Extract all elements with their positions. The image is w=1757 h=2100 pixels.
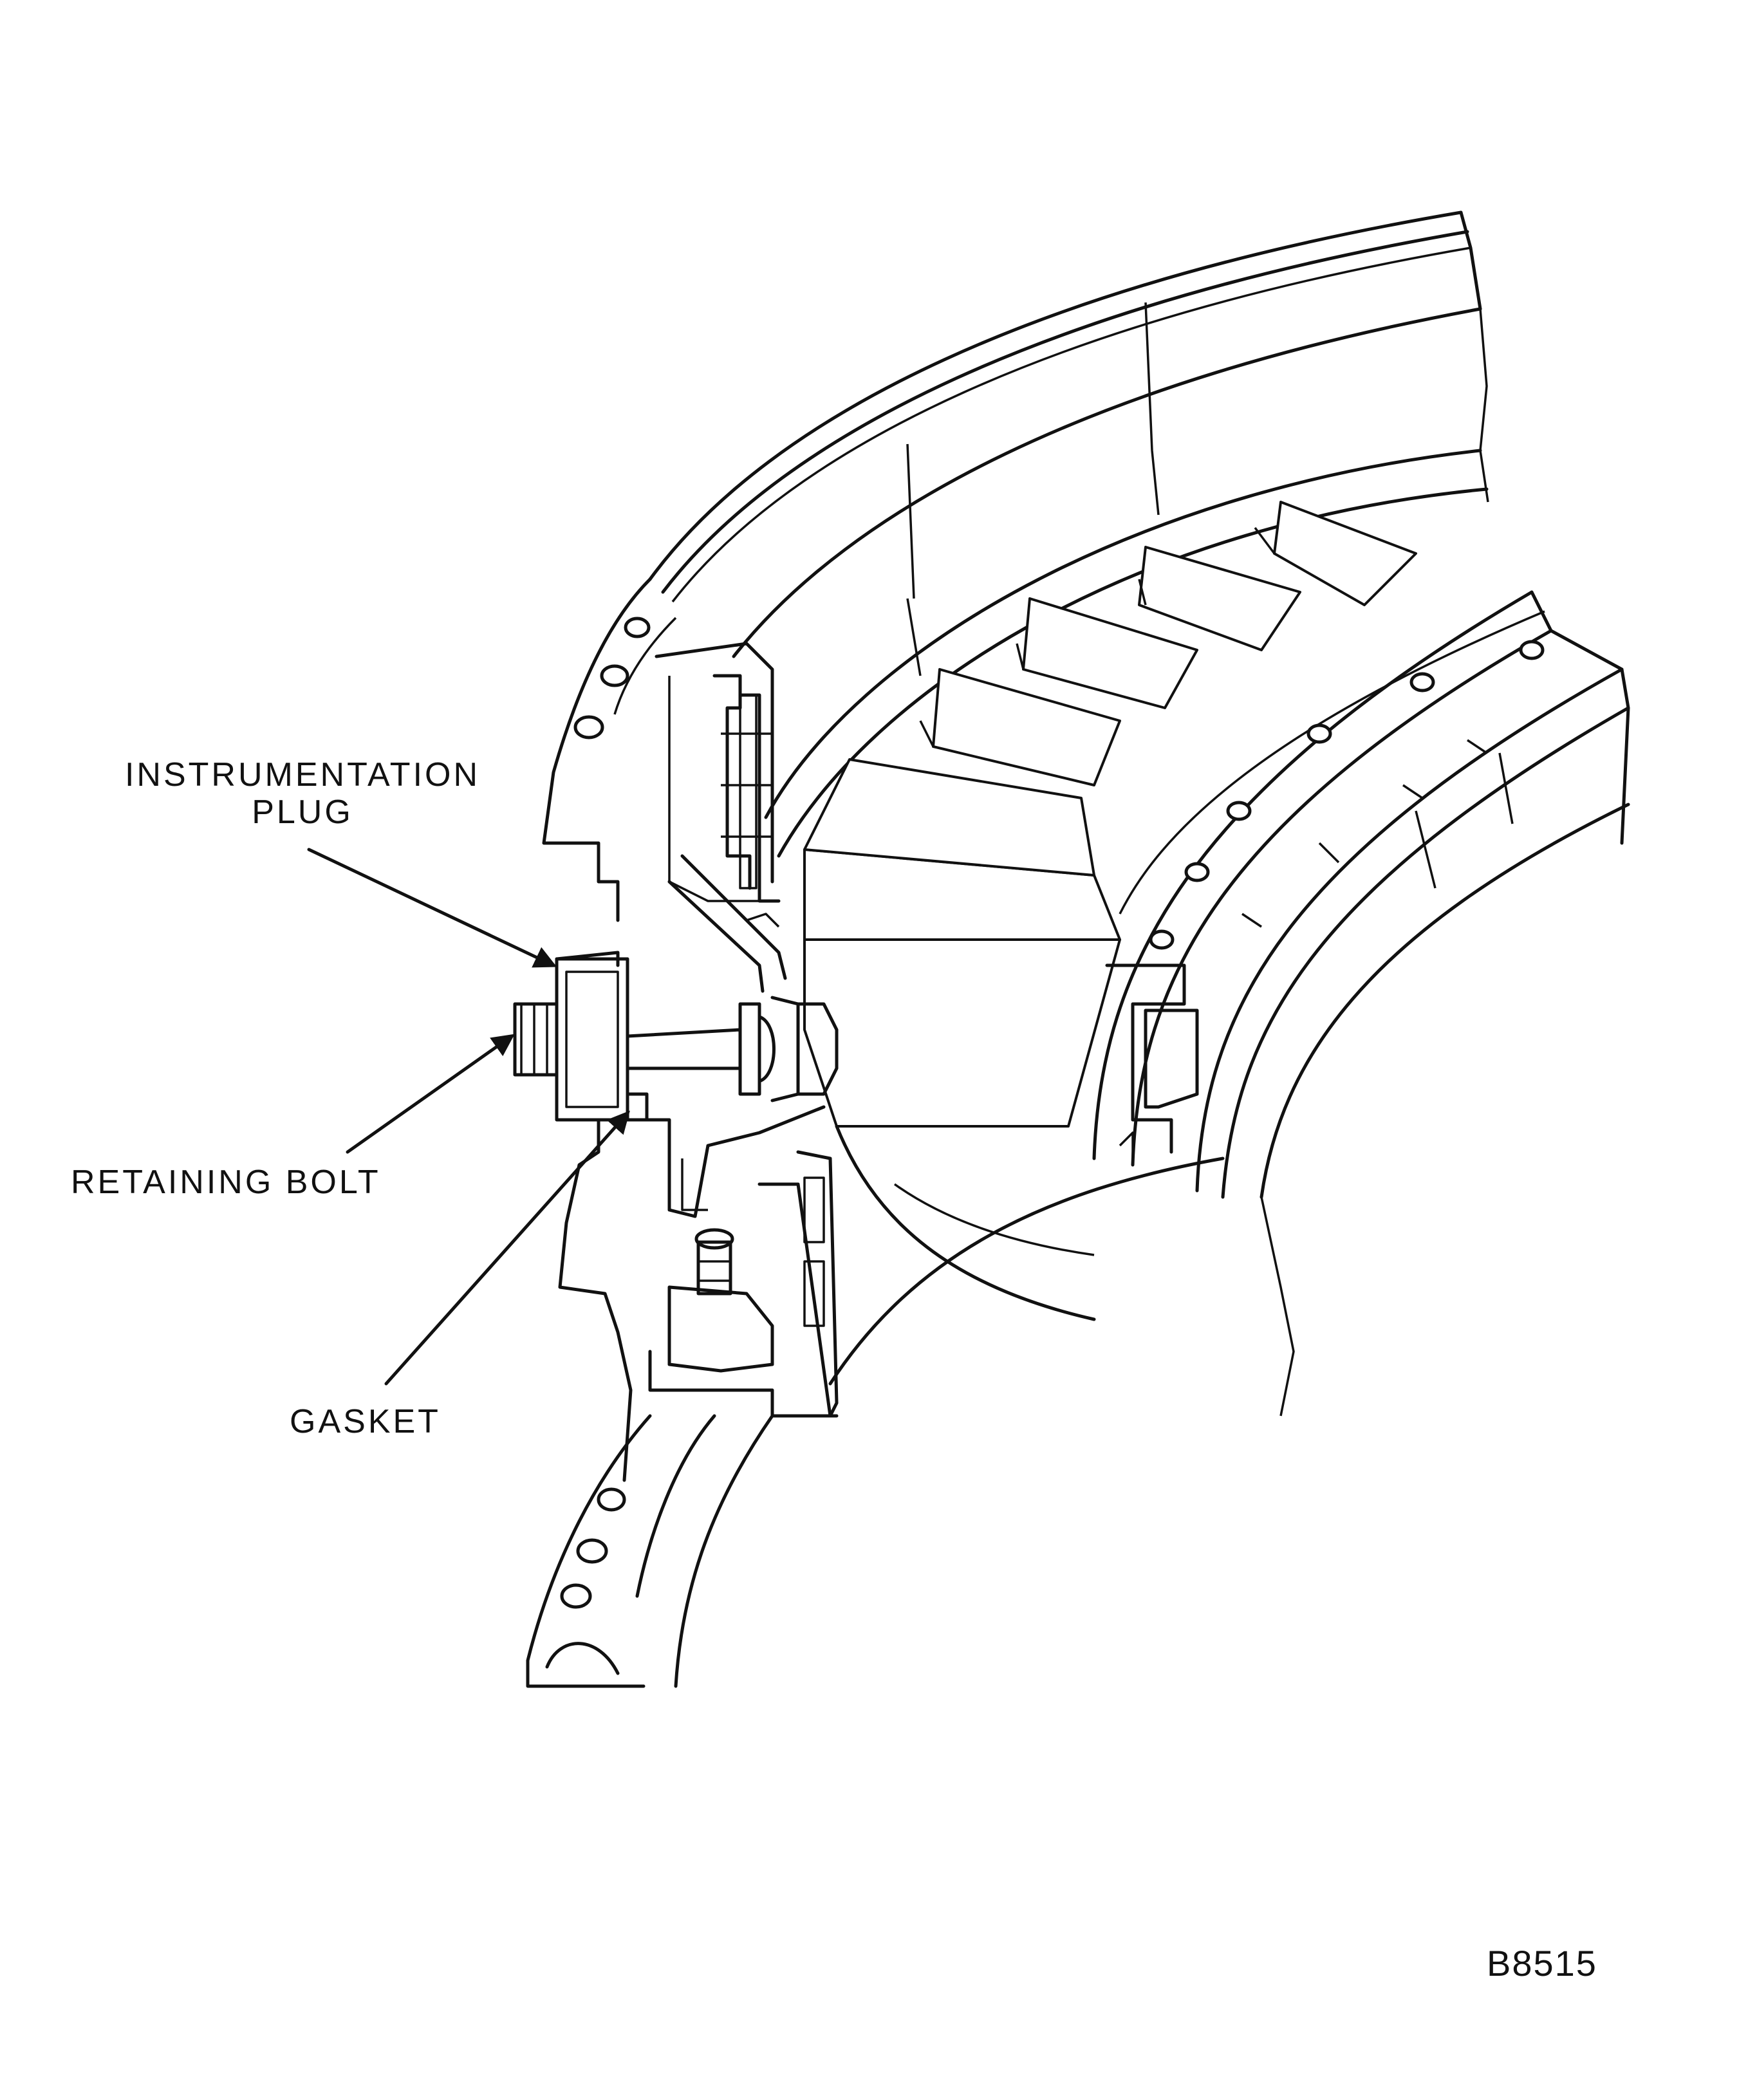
ring-bolt-head — [1149, 929, 1175, 950]
upper-seal-section — [667, 674, 787, 993]
ring-bolt-head — [1409, 672, 1435, 692]
vane-row — [803, 501, 1417, 1128]
flange-bolt-hole — [624, 617, 651, 638]
flange-bolt-hole — [573, 715, 604, 739]
ring-bolt-head — [1226, 801, 1252, 821]
instrumentation-plug-label-line1: INSTRUMENTATION — [124, 756, 481, 794]
flange-bolt-hole — [576, 1538, 608, 1564]
figure-id: B8515 — [1487, 1943, 1597, 1984]
flange-bolt-hole — [597, 1487, 626, 1512]
retaining-bolt-label: RETAINING BOLT — [71, 1164, 381, 1201]
instrumentation-plug-leader — [307, 848, 557, 968]
ring-bolt-head — [1519, 640, 1545, 660]
callout-leaders — [307, 848, 630, 1386]
lower-curved-flange — [526, 1414, 774, 1688]
retaining-bolt-leader — [346, 1034, 515, 1154]
instrumentation-plug-label-line2: PLUG — [252, 794, 353, 832]
upper-flange — [542, 577, 774, 922]
flange-bolt-hole — [560, 1583, 592, 1609]
ring-bolt-head — [1184, 862, 1210, 882]
outer-casing-arc — [648, 210, 1489, 658]
ring-bolt-head — [1306, 723, 1332, 744]
gasket-leader — [384, 1110, 630, 1386]
right-retaining-ring — [1092, 590, 1630, 1417]
gasket-label: GASKET — [290, 1403, 441, 1440]
retaining-bolt-head — [513, 1002, 559, 1077]
flange-bolt-hole — [600, 664, 629, 687]
lower-flange — [558, 1105, 839, 1482]
lower-casing-sweep — [828, 1124, 1225, 1386]
instrumentation-plug-assembly — [513, 951, 839, 1122]
instrumentation-plug-label: INSTRUMENTATION PLUG — [109, 756, 496, 831]
boss-nut — [696, 1240, 732, 1296]
gasket — [626, 1092, 649, 1122]
